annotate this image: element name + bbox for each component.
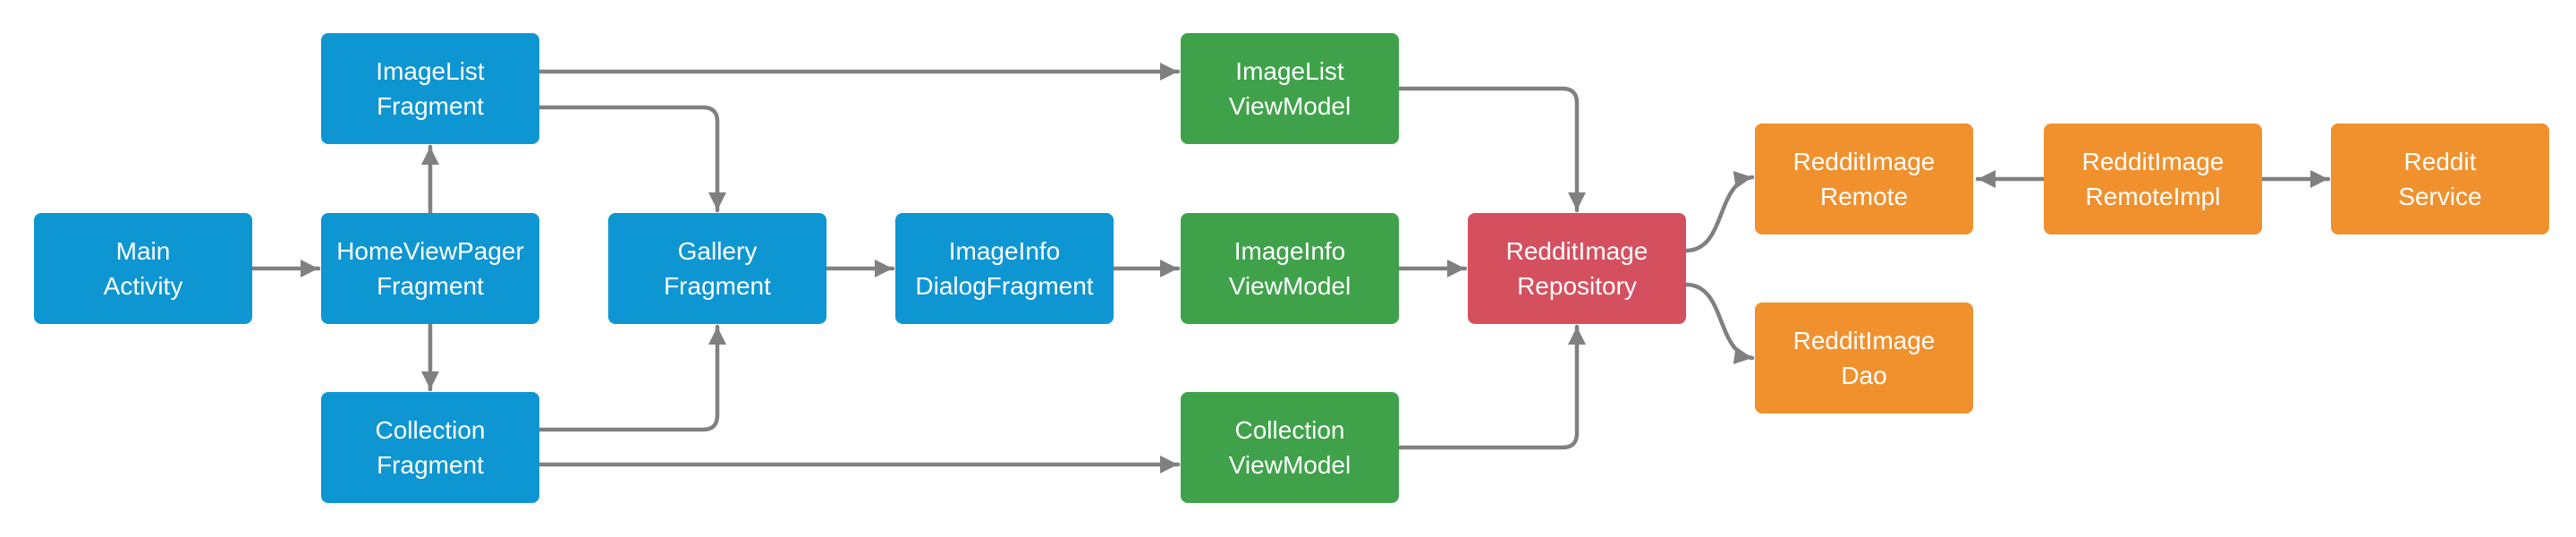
node-redditimage-repository: RedditImage Repository [1468, 213, 1686, 324]
node-label-line: ViewModel [1228, 451, 1352, 479]
node-label-line: Collection [1234, 416, 1345, 444]
node-label-line: ImageList [1235, 57, 1344, 85]
node-label-line: RemoteImpl [2085, 183, 2221, 210]
node-label-line: ViewModel [1228, 92, 1352, 120]
node-redditimage-remoteimpl: RedditImage RemoteImpl [2044, 124, 2262, 234]
node-label-line: Activity [103, 272, 183, 300]
node-label-line: ImageList [376, 57, 485, 85]
node-label-line: Collection [375, 416, 486, 444]
edge-collection-viewmodel-to-redditimage-repository [1396, 324, 1586, 450]
node-label-line: RedditImage [1792, 327, 1936, 354]
node-imagelist-viewmodel: ImageList ViewModel [1181, 33, 1399, 144]
edge-imagelist-viewmodel-to-redditimage-repository [1396, 86, 1586, 213]
node-label-line: DialogFragment [915, 272, 1094, 300]
node-label-line: ImageInfo [948, 237, 1061, 265]
edge-redditimage-repository-to-redditimage-remote [1683, 171, 1755, 253]
node-label-line: Dao [1841, 362, 1887, 389]
node-label-line: Main [115, 237, 171, 265]
node-label-line: Fragment [377, 92, 484, 120]
node-reddit-service: Reddit Service [2331, 124, 2549, 234]
node-label-line: Repository [1517, 272, 1637, 300]
node-label-line: HomeViewPager [336, 237, 524, 265]
node-label-line: Service [2398, 183, 2482, 210]
node-collection-viewmodel: Collection ViewModel [1181, 392, 1399, 503]
node-homeviewpager-fragment: HomeViewPager Fragment [321, 213, 539, 324]
node-label-line: Remote [1819, 183, 1909, 210]
node-label-line: RedditImage [1792, 148, 1936, 175]
node-label-line: Fragment [377, 272, 484, 300]
node-label-line: RedditImage [2081, 148, 2224, 175]
edge-collection-fragment-to-gallery-fragment [537, 324, 726, 432]
node-gallery-fragment: Gallery Fragment [608, 213, 826, 324]
node-label-line: Fragment [664, 272, 771, 300]
node-main-activity: Main Activity [34, 213, 252, 324]
node-imageinfo-viewmodel: ImageInfo ViewModel [1181, 213, 1399, 324]
node-label-line: Fragment [377, 451, 484, 479]
edge-imagelist-fragment-to-gallery-fragment [537, 105, 726, 213]
edge-redditimage-repository-to-redditimage-dao [1683, 282, 1755, 364]
node-collection-fragment: Collection Fragment [321, 392, 539, 503]
node-redditimage-remote: RedditImage Remote [1755, 124, 1973, 234]
node-label-line: Reddit [2403, 148, 2477, 175]
node-label-line: ViewModel [1228, 272, 1352, 300]
node-redditimage-dao: RedditImage Dao [1755, 303, 1973, 413]
node-label-line: RedditImage [1505, 237, 1648, 265]
node-imageinfo-dialogfragment: ImageInfo DialogFragment [895, 213, 1114, 324]
node-label-line: ImageInfo [1233, 237, 1346, 265]
node-imagelist-fragment: ImageList Fragment [321, 33, 539, 144]
node-label-line: Gallery [677, 237, 758, 265]
